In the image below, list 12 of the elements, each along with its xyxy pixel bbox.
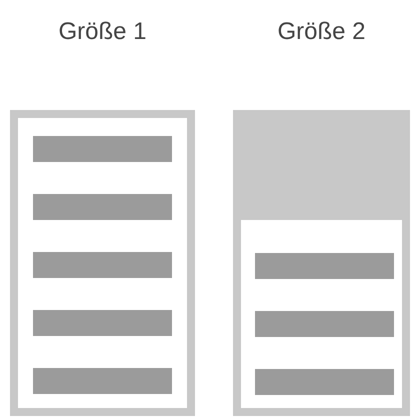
content-bar [33,310,172,336]
content-bar [33,252,172,278]
content-bar [33,194,172,220]
panel-heading: Größe 2 [276,17,367,47]
panel [233,110,410,416]
content-bar [255,253,394,279]
content-bar [255,369,394,395]
content-bar [33,368,172,394]
panel [10,110,195,416]
panel-heading: Größe 1 [57,17,148,47]
content-bar [33,136,172,162]
content-bar [255,311,394,337]
